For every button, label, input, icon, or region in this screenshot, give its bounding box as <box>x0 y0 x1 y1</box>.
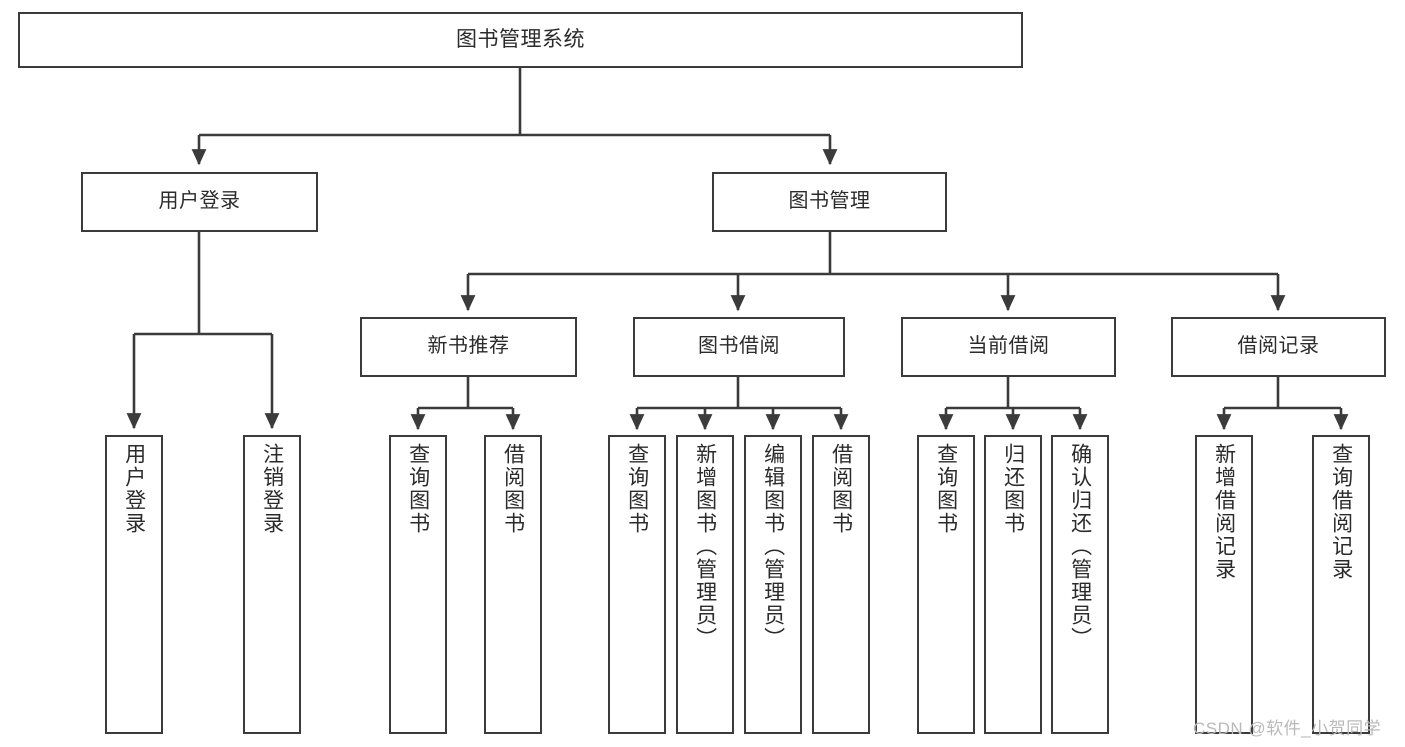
leaf-confirm-return-admin[interactable]: 确认归还（管理员） <box>1051 435 1109 734</box>
leaf-query-borrow-record[interactable]: 查询借阅记录 <box>1312 435 1370 734</box>
node-label: 查询图书 <box>406 443 430 535</box>
leaf-add-book-admin[interactable]: 新增图书（管理员） <box>676 435 734 734</box>
node-label: 查询图书 <box>625 443 649 535</box>
leaf-logout[interactable]: 注销登录 <box>243 435 301 734</box>
leaf-user-login[interactable]: 用户登录 <box>105 435 163 734</box>
node-label: 用户登录 <box>122 443 146 535</box>
node-label: 新书推荐 <box>427 335 510 358</box>
csdn-watermark: CSDN @软件_小贺同学 <box>1193 719 1382 738</box>
leaf-query-book-recommend[interactable]: 查询图书 <box>389 435 447 734</box>
node-book-borrow[interactable]: 图书借阅 <box>633 317 845 377</box>
node-current-borrow[interactable]: 当前借阅 <box>901 317 1116 377</box>
node-book-management[interactable]: 图书管理 <box>712 172 947 232</box>
node-label: 借阅图书 <box>501 443 525 535</box>
node-label: 归还图书 <box>1001 443 1025 535</box>
leaf-add-borrow-record[interactable]: 新增借阅记录 <box>1195 435 1253 734</box>
node-label: 新增图书（管理员） <box>693 443 717 650</box>
node-label: 图书借阅 <box>698 335 780 358</box>
node-new-book-recommend[interactable]: 新书推荐 <box>360 317 577 377</box>
node-label: 图书管理系统 <box>456 27 585 51</box>
node-label: 编辑图书（管理员） <box>761 443 785 650</box>
node-label: 查询借阅记录 <box>1329 443 1353 581</box>
leaf-borrow-book-recommend[interactable]: 借阅图书 <box>484 435 542 734</box>
node-borrow-record[interactable]: 借阅记录 <box>1171 317 1386 377</box>
node-label: 借阅图书 <box>829 443 853 535</box>
node-label: 图书管理 <box>788 190 871 213</box>
node-label: 用户登录 <box>158 190 241 213</box>
node-root-book-management-system[interactable]: 图书管理系统 <box>18 12 1023 68</box>
node-label: 新增借阅记录 <box>1212 443 1236 581</box>
leaf-borrow-book[interactable]: 借阅图书 <box>812 435 870 734</box>
node-label: 确认归还（管理员） <box>1068 443 1092 650</box>
leaf-query-book-current[interactable]: 查询图书 <box>917 435 975 734</box>
node-user-login[interactable]: 用户登录 <box>81 172 318 232</box>
leaf-return-book[interactable]: 归还图书 <box>984 435 1042 734</box>
node-label: 查询图书 <box>934 443 958 535</box>
node-label: 借阅记录 <box>1237 335 1320 358</box>
leaf-edit-book-admin[interactable]: 编辑图书（管理员） <box>744 435 802 734</box>
node-label: 当前借阅 <box>967 335 1050 358</box>
node-label: 注销登录 <box>260 443 284 535</box>
leaf-query-book-borrow[interactable]: 查询图书 <box>608 435 666 734</box>
